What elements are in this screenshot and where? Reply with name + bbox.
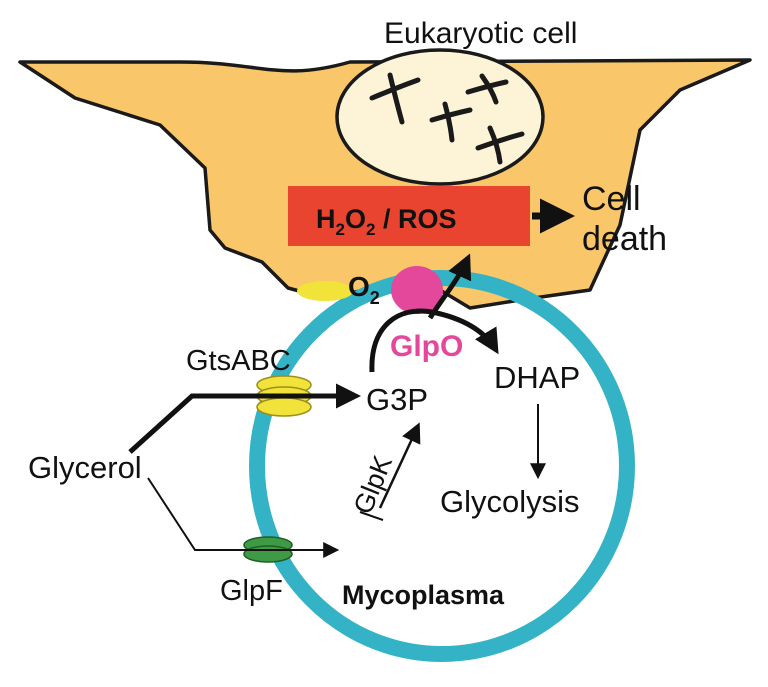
g3p-label: G3P bbox=[366, 382, 428, 417]
eukaryotic-cell-label: Eukaryotic cell bbox=[384, 17, 577, 50]
arrow-glpk bbox=[378, 422, 421, 509]
mycoplasma-label: Mycoplasma bbox=[342, 580, 505, 610]
o2-label: O2 bbox=[348, 271, 380, 308]
glpo-enzyme bbox=[391, 266, 443, 314]
chromosomes bbox=[369, 72, 525, 165]
glpf-label: GlpF bbox=[220, 575, 283, 607]
mycoplasma-membrane bbox=[249, 270, 635, 662]
glycolysis-label: Glycolysis bbox=[440, 484, 580, 519]
glpo-label: GlpO bbox=[390, 330, 463, 363]
cell-label: Cell bbox=[582, 180, 641, 218]
ros-box bbox=[288, 186, 530, 246]
ros-label: H2O2 / ROS bbox=[316, 204, 456, 239]
gtsabc-label: GtsABC bbox=[186, 345, 291, 377]
glpk-underline bbox=[359, 511, 384, 521]
arrow-o2-to-ros bbox=[427, 253, 472, 320]
arrow-glycerol-to-g3p bbox=[128, 383, 361, 454]
arrow-glycerol-via-glpf bbox=[147, 477, 340, 558]
dhap-label: DHAP bbox=[494, 360, 580, 395]
death-label: death bbox=[582, 220, 667, 258]
eukaryotic-cell-body bbox=[18, 58, 752, 310]
glycerol-label: Glycerol bbox=[28, 450, 142, 485]
contact-patch bbox=[297, 281, 353, 301]
